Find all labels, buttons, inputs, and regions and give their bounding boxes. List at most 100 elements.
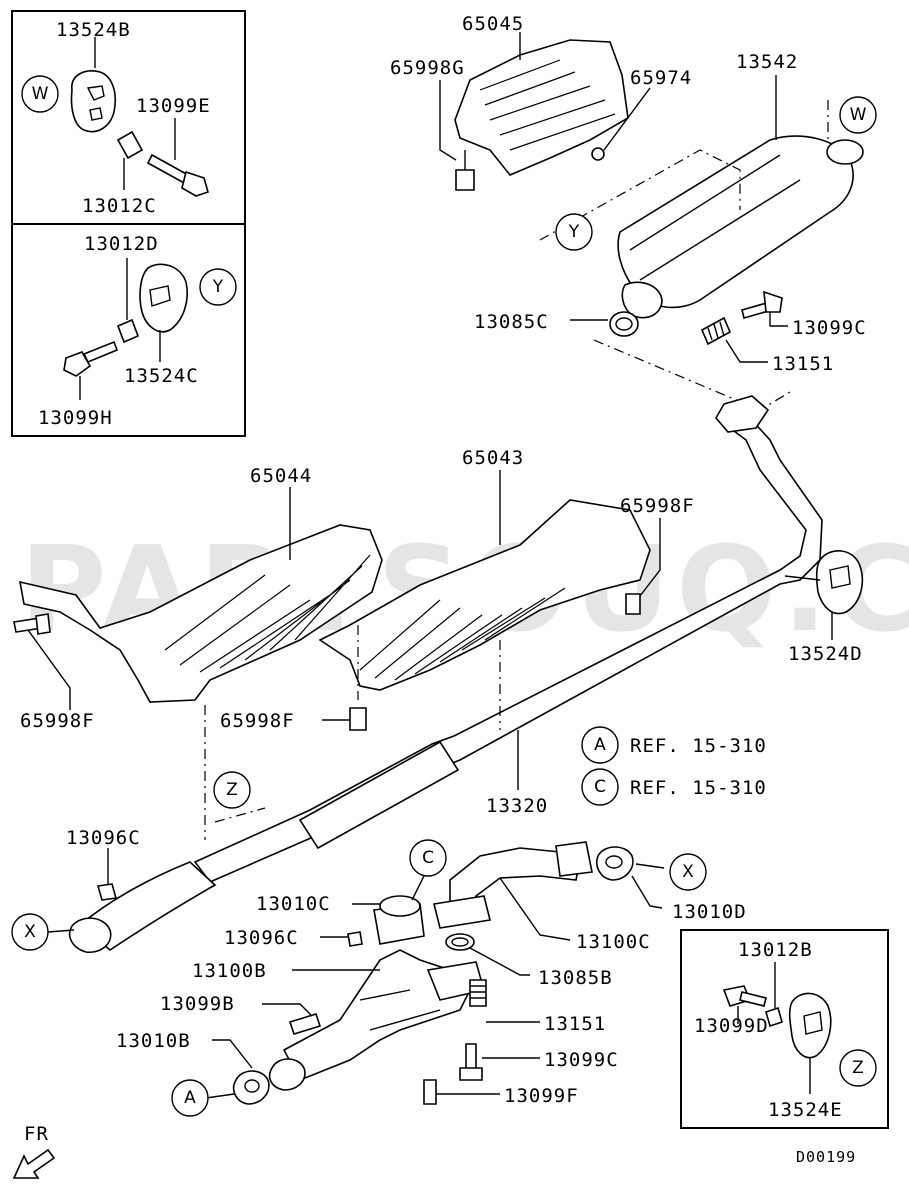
leader	[205, 1093, 235, 1099]
label-13320: 13320	[486, 795, 548, 817]
label-13010d: 13010D	[672, 901, 747, 923]
label-13524e: 13524E	[768, 1099, 843, 1121]
leader	[635, 863, 665, 869]
callout-y-main: Y	[555, 213, 593, 251]
hanger-13524e	[788, 992, 832, 1059]
collar-13012d	[116, 318, 140, 344]
leader	[769, 312, 788, 327]
label-65044: 65044	[250, 465, 312, 487]
callout-x-right: X	[669, 853, 707, 891]
leader	[499, 877, 571, 941]
hanger-13524b	[70, 70, 116, 133]
heat-shield-65043	[318, 499, 651, 691]
label-13096c-center: 13096C	[224, 927, 299, 949]
leader	[27, 629, 71, 710]
label-13524d: 13524D	[788, 643, 863, 665]
leader	[262, 1003, 313, 1017]
front-pipe-13100b	[282, 903, 486, 1082]
label-13099b: 13099B	[160, 993, 235, 1015]
label-13012c: 13012C	[82, 195, 157, 217]
callout-z-inset: Z	[839, 1049, 877, 1087]
diagram-code: D00199	[796, 1148, 856, 1166]
svg-text:X: X	[682, 862, 694, 882]
label-13010c: 13010C	[256, 893, 331, 915]
gasket-13085c	[609, 311, 639, 337]
label-65998f-center: 65998F	[220, 710, 295, 732]
label-13151-top: 13151	[772, 353, 834, 375]
label-13099e: 13099E	[136, 95, 211, 117]
label-13085c: 13085C	[474, 311, 549, 333]
leader	[411, 871, 427, 901]
center-pipe-13320	[68, 395, 823, 954]
grommet-65974	[591, 147, 605, 161]
label-13096c-left: 13096C	[66, 827, 141, 849]
svg-text:C: C	[422, 848, 434, 868]
svg-text:Y: Y	[212, 277, 224, 297]
callout-z-main: Z	[213, 771, 251, 809]
inset-box-z	[680, 929, 889, 1129]
leader	[639, 518, 661, 597]
bolt-65998f-right	[625, 593, 641, 615]
bolt-13099d	[722, 985, 767, 1007]
label-13099h: 13099H	[38, 407, 113, 429]
label-13151-bottom: 13151	[544, 1013, 606, 1035]
bolt-65998g	[455, 150, 475, 191]
label-13524b: 13524B	[56, 19, 131, 41]
label-13099f: 13099F	[504, 1085, 579, 1107]
gasket-13085b	[445, 933, 475, 951]
callout-w-inset: W	[21, 75, 59, 113]
svg-text:Y: Y	[568, 222, 580, 242]
label-65998f-right: 65998F	[620, 495, 695, 517]
label-13542: 13542	[736, 51, 798, 73]
reference-c: C REF. 15-310	[581, 768, 767, 806]
svg-text:REF. 15-310: REF. 15-310	[630, 777, 767, 799]
label-13099c-bottom: 13099C	[544, 1049, 619, 1071]
callout-x-left: X	[11, 913, 49, 951]
leader	[725, 339, 768, 363]
label-13524c: 13524C	[124, 365, 199, 387]
leader	[603, 87, 651, 151]
svg-text:W: W	[850, 105, 867, 125]
reference-a: A REF. 15-310	[581, 726, 767, 764]
bolt-13099h	[63, 340, 119, 377]
inset-box-y	[11, 223, 246, 437]
phantom-line	[214, 807, 266, 823]
collar-13012c	[116, 130, 144, 160]
phantom-line	[539, 149, 741, 241]
bolt-65998f-left	[13, 613, 51, 635]
heat-shield-65044	[18, 524, 383, 703]
label-13085b: 13085B	[538, 967, 613, 989]
label-65045: 65045	[462, 13, 524, 35]
front-direction-arrow: FR	[12, 1123, 56, 1179]
label-13010b: 13010B	[116, 1030, 191, 1052]
muffler-13542	[617, 135, 864, 319]
svg-text:X: X	[24, 922, 36, 942]
leader	[469, 947, 530, 976]
callout-c-pipe: C	[409, 839, 447, 877]
bolt-13099f	[423, 1079, 437, 1105]
label-13012b: 13012B	[738, 939, 813, 961]
svg-text:A: A	[594, 735, 606, 755]
svg-text:REF. 15-310: REF. 15-310	[630, 735, 767, 757]
svg-text:Z: Z	[226, 780, 238, 800]
bolt-13099e	[146, 153, 209, 197]
svg-text:C: C	[594, 777, 606, 797]
svg-text:A: A	[184, 1088, 196, 1108]
label-13099c-top: 13099C	[792, 317, 867, 339]
leader	[439, 80, 457, 161]
label-13100c: 13100C	[576, 931, 651, 953]
callout-a-pipe: A	[171, 1079, 209, 1117]
hanger-13524c	[139, 263, 188, 333]
nut-13096c-center	[347, 931, 363, 947]
gasket-13010b	[232, 1070, 270, 1105]
hanger-13524d	[784, 550, 864, 615]
bolt-65998f-center	[349, 707, 367, 731]
label-65043: 65043	[462, 447, 524, 469]
svg-text:FR: FR	[24, 1123, 49, 1145]
front-pipe-13100c	[433, 841, 593, 929]
label-13100b: 13100B	[192, 960, 267, 982]
label-13012d: 13012D	[84, 233, 159, 255]
collar-13012b	[765, 1006, 783, 1028]
nut-13096c-left	[96, 883, 118, 901]
